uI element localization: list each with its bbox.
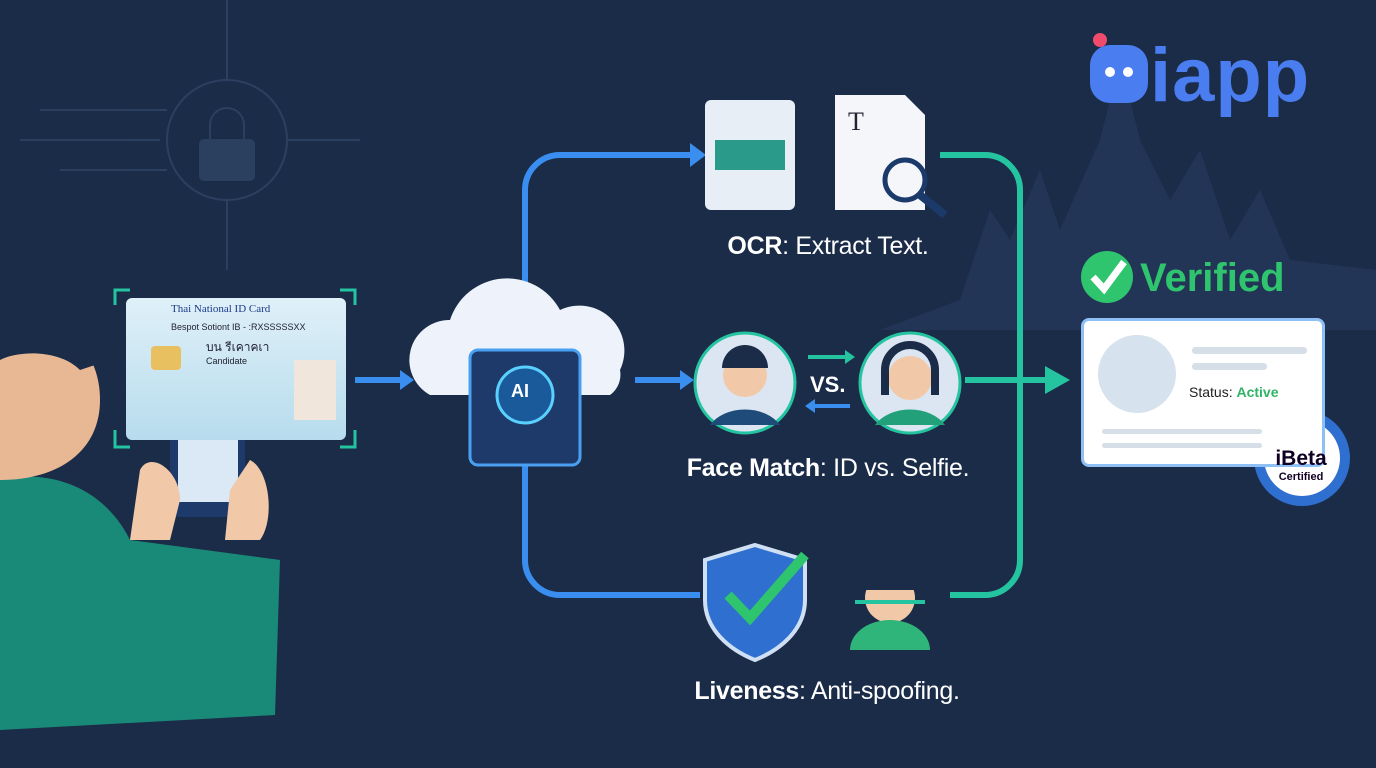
vs-label: VS. — [810, 372, 846, 397]
iapp-logo: iapp — [1150, 33, 1311, 118]
id-face-avatar — [693, 331, 797, 435]
verified-profile-card — [1081, 318, 1325, 467]
status-value: Active — [1236, 384, 1279, 400]
ai-badge: AI — [511, 381, 529, 401]
ibeta-title: iBeta — [1275, 447, 1327, 470]
id-card-name: บน รีเคาคเา — [206, 340, 270, 354]
selfie-face-avatar — [858, 331, 962, 435]
id-card-number: Bespot Sotiont IB - :RXSSSSSXX — [171, 322, 306, 332]
status-text: Status: Active — [1189, 384, 1279, 400]
background-lock-icon — [20, 0, 360, 270]
liveness-face-icon — [850, 565, 930, 650]
id-card-field: Candidate — [206, 356, 248, 366]
ai-cloud-icon — [409, 278, 625, 467]
scanner-icon — [705, 100, 795, 210]
arrow-heads — [400, 143, 1070, 394]
step-face-match-label: Face Match: ID vs. Selfie. — [686, 454, 970, 482]
verified-check-icon — [1081, 251, 1133, 303]
document-search-icon: T — [835, 95, 948, 219]
chip-icon — [151, 346, 181, 370]
placeholder-line — [1192, 347, 1307, 354]
thai-id-card: Thai National ID Card Bespot Sotiont IB … — [126, 298, 346, 440]
placeholder-line — [1192, 363, 1267, 370]
skyline-silhouette — [880, 60, 1376, 330]
verified-label: Verified — [1140, 256, 1285, 300]
shield-check-icon — [703, 542, 809, 663]
scan-frame-corners — [113, 288, 357, 449]
id-photo — [294, 360, 336, 420]
document-t-glyph: T — [848, 107, 864, 136]
placeholder-line — [1102, 443, 1262, 448]
placeholder-line — [1102, 429, 1262, 434]
step-liveness-label: Liveness: Anti-spoofing. — [694, 677, 960, 705]
ibeta-subtitle: Certified — [1278, 471, 1324, 483]
ibeta-badge-text: iBeta Certified — [1262, 447, 1340, 483]
match-arrows — [805, 350, 855, 413]
profile-avatar — [1098, 335, 1176, 413]
step-ocr-label: OCR: Extract Text. — [727, 232, 929, 260]
id-card-title: Thai National ID Card — [171, 303, 271, 315]
